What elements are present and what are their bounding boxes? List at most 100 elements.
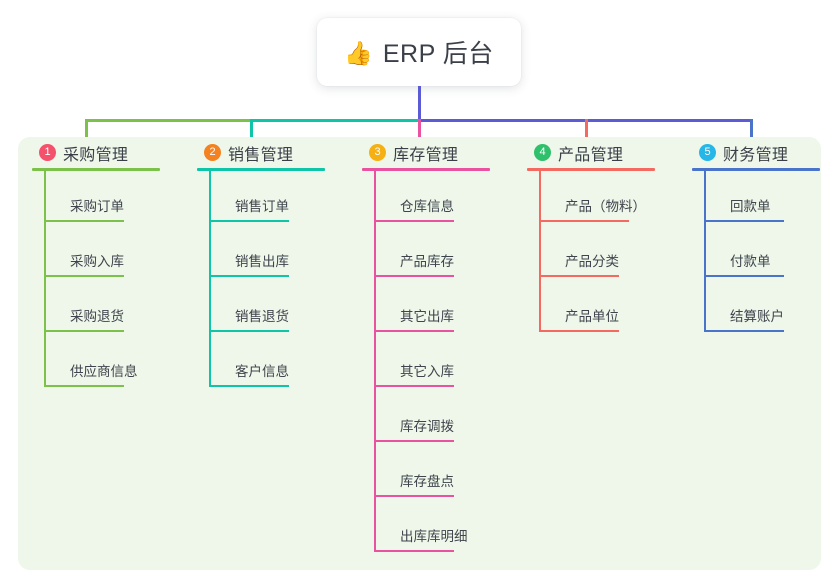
branch-underline	[362, 168, 490, 171]
branch-title: 产品管理	[558, 146, 624, 164]
branch-item-underline	[706, 275, 784, 277]
branch-item[interactable]: 其它出库	[374, 281, 513, 336]
branch-item-label: 回款单	[730, 199, 771, 214]
branch-item[interactable]: 回款单	[704, 171, 839, 226]
branch-column: 3 库存管理仓库信息产品库存其它出库其它入库库存调拨库存盘点出库库明细	[348, 137, 513, 556]
branch-item[interactable]: 供应商信息	[44, 336, 183, 391]
branch-item-underline	[211, 275, 289, 277]
branch-item-label: 其它出库	[400, 309, 454, 324]
branch-items: 仓库信息产品库存其它出库其它入库库存调拨库存盘点出库库明细	[374, 171, 513, 556]
branch-item[interactable]: 仓库信息	[374, 171, 513, 226]
branch-spine	[374, 171, 376, 552]
branch-item-underline	[211, 330, 289, 332]
branch-item[interactable]: 采购订单	[44, 171, 183, 226]
branch-item[interactable]: 采购入库	[44, 226, 183, 281]
branch-header[interactable]: 5 财务管理	[678, 137, 839, 168]
branch-item-underline	[46, 220, 124, 222]
branch-item[interactable]: 客户信息	[209, 336, 348, 391]
branch-underline	[692, 168, 820, 171]
branches-panel: 1 采购管理采购订单采购入库采购退货供应商信息 2 销售管理销售订单销售出库销售退货客…	[18, 137, 821, 570]
branch-item[interactable]: 销售出库	[209, 226, 348, 281]
branch-item-underline	[376, 385, 454, 387]
branch-items: 销售订单销售出库销售退货客户信息	[209, 171, 348, 391]
branch-item-label: 出库库明细	[400, 529, 468, 544]
branch-index-badge: 2	[204, 144, 221, 161]
branch-spine	[539, 171, 541, 332]
branch-title: 财务管理	[723, 146, 789, 164]
branch-spine	[44, 171, 46, 387]
branch-drop-line	[418, 119, 421, 147]
branch-item-underline	[46, 330, 124, 332]
branch-drop-line	[85, 119, 88, 147]
branch-item[interactable]: 产品库存	[374, 226, 513, 281]
branch-item-underline	[376, 275, 454, 277]
branch-item[interactable]: 销售订单	[209, 171, 348, 226]
branch-item-underline	[541, 275, 619, 277]
branch-header[interactable]: 3 库存管理	[348, 137, 513, 168]
branch-item-label: 采购退货	[70, 309, 124, 324]
branch-item-underline	[706, 220, 784, 222]
branch-item-label: 采购订单	[70, 199, 124, 214]
branch-item[interactable]: 出库库明细	[374, 501, 513, 556]
thumbs-up-icon: 👍	[344, 39, 373, 66]
branch-item-label: 客户信息	[235, 364, 289, 379]
branch-item-label: 仓库信息	[400, 199, 454, 214]
branch-item-label: 产品库存	[400, 254, 454, 269]
branch-item-underline	[46, 275, 124, 277]
branch-column: 2 销售管理销售订单销售出库销售退货客户信息	[183, 137, 348, 391]
root-node[interactable]: 👍 ERP 后台	[317, 18, 521, 86]
branch-header[interactable]: 1 采购管理	[18, 137, 183, 168]
branch-item[interactable]: 库存调拨	[374, 391, 513, 446]
branch-underline	[527, 168, 655, 171]
branch-item[interactable]: 产品（物料）	[539, 171, 678, 226]
branch-title: 销售管理	[228, 146, 294, 164]
trunk-line	[418, 86, 421, 122]
branch-item-underline	[706, 330, 784, 332]
branch-item-underline	[46, 385, 124, 387]
branch-spine	[209, 171, 211, 387]
branch-item[interactable]: 采购退货	[44, 281, 183, 336]
branch-item[interactable]: 付款单	[704, 226, 839, 281]
branch-drop-line	[250, 119, 253, 147]
branch-index-badge: 3	[369, 144, 386, 161]
branch-index-badge: 1	[39, 144, 56, 161]
branch-item-underline	[541, 220, 629, 222]
branch-item-label: 其它入库	[400, 364, 454, 379]
branch-header[interactable]: 2 销售管理	[183, 137, 348, 168]
branch-column: 1 采购管理采购订单采购入库采购退货供应商信息	[18, 137, 183, 391]
branch-item-label: 销售退货	[235, 309, 289, 324]
branch-item-underline	[376, 495, 454, 497]
branch-item-label: 产品分类	[565, 254, 619, 269]
root-title: ERP 后台	[382, 40, 494, 68]
branch-item[interactable]: 其它入库	[374, 336, 513, 391]
branch-drop-line	[585, 119, 588, 147]
branch-item-label: 产品单位	[565, 309, 619, 324]
branch-item-underline	[376, 440, 454, 442]
branch-item-label: 库存盘点	[400, 474, 454, 489]
branch-item[interactable]: 销售退货	[209, 281, 348, 336]
branch-item[interactable]: 产品分类	[539, 226, 678, 281]
branch-index-badge: 5	[699, 144, 716, 161]
branch-item-label: 产品（物料）	[565, 199, 646, 214]
branch-spine	[704, 171, 706, 332]
branch-item-label: 库存调拨	[400, 419, 454, 434]
branch-item-underline	[376, 220, 454, 222]
branch-title: 采购管理	[63, 146, 129, 164]
branch-drop-line	[750, 119, 753, 147]
branch-item-label: 销售订单	[235, 199, 289, 214]
branch-title: 库存管理	[393, 146, 459, 164]
branch-item[interactable]: 结算账户	[704, 281, 839, 336]
branch-item-underline	[211, 220, 289, 222]
branch-items: 回款单付款单结算账户	[704, 171, 839, 336]
bar-segment-1	[85, 119, 253, 122]
branch-item-label: 付款单	[730, 254, 771, 269]
branch-underline	[32, 168, 160, 171]
branch-item[interactable]: 产品单位	[539, 281, 678, 336]
branch-item-underline	[211, 385, 289, 387]
branch-item-underline	[376, 330, 454, 332]
branch-item-label: 供应商信息	[70, 364, 138, 379]
branch-item[interactable]: 库存盘点	[374, 446, 513, 501]
